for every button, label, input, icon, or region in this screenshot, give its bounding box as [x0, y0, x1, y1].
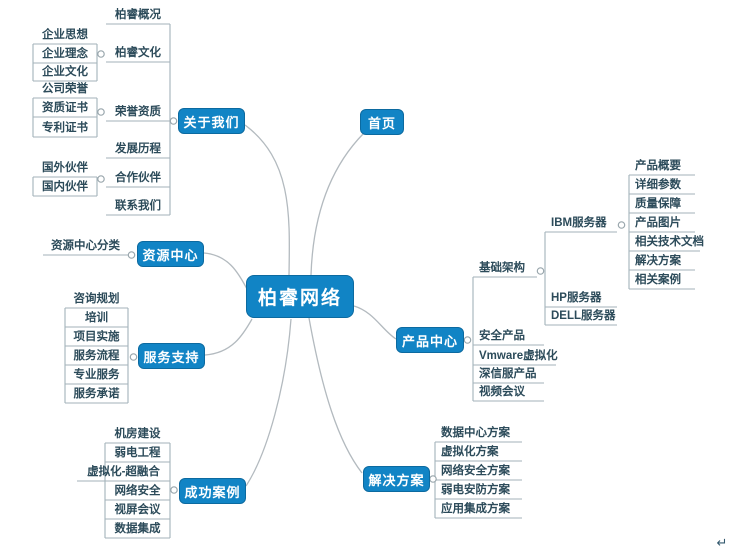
- node-data-integration[interactable]: 数据集成: [114, 523, 161, 535]
- node-network-security-case[interactable]: 网络安全: [114, 485, 161, 497]
- node-low-voltage-security-solution[interactable]: 弱电安防方案: [441, 484, 510, 496]
- node-partners[interactable]: 合作伙伴: [115, 172, 161, 184]
- node-ibm-servers[interactable]: IBM服务器: [551, 217, 607, 229]
- node-screen-conference[interactable]: 视屏会议: [114, 504, 161, 516]
- topic-home[interactable]: 首页: [360, 109, 404, 135]
- node-patent-cert[interactable]: 专利证书: [42, 122, 88, 134]
- node-virtualization-hyperconverged[interactable]: 虚拟化-超融合: [87, 466, 160, 478]
- node-service-process[interactable]: 服务流程: [73, 350, 120, 362]
- node-service-commitment[interactable]: 服务承诺: [73, 388, 120, 400]
- node-resource-categories[interactable]: 资源中心分类: [51, 240, 120, 252]
- paragraph-return-mark: ↵: [716, 535, 728, 550]
- node-infrastructure[interactable]: 基础架构: [479, 262, 525, 274]
- junction-rings: [97, 50, 626, 494]
- node-company-profile[interactable]: 柏睿概况: [115, 9, 161, 21]
- node-hp-servers[interactable]: HP服务器: [551, 292, 602, 304]
- topic-solutions[interactable]: 解决方案: [363, 466, 430, 492]
- node-related-cases[interactable]: 相关案例: [635, 274, 681, 286]
- node-datacenter-solution[interactable]: 数据中心方案: [441, 427, 510, 439]
- node-vmware-virtualization[interactable]: Vmware虚拟化: [479, 350, 558, 362]
- node-sangfor-products[interactable]: 深信服产品: [479, 368, 537, 380]
- node-professional-service[interactable]: 专业服务: [73, 369, 120, 381]
- node-video-conference[interactable]: 视频会议: [479, 386, 525, 398]
- node-corporate-culture[interactable]: 企业文化: [42, 66, 88, 78]
- node-honors[interactable]: 荣誉资质: [115, 106, 161, 118]
- node-domestic-partners[interactable]: 国内伙伴: [42, 181, 88, 193]
- node-company-honor[interactable]: 公司荣誉: [42, 83, 88, 95]
- topic-resource-center[interactable]: 资源中心: [137, 241, 204, 267]
- branch-curves: [203, 124, 397, 487]
- node-dell-servers[interactable]: DELL服务器: [551, 310, 616, 322]
- node-technical-docs[interactable]: 相关技术文档: [635, 236, 704, 248]
- topic-about-us[interactable]: 关于我们: [178, 108, 245, 134]
- node-network-security-solution[interactable]: 网络安全方案: [441, 465, 510, 477]
- node-low-voltage-engineering[interactable]: 弱电工程: [114, 447, 161, 459]
- node-history[interactable]: 发展历程: [115, 143, 161, 155]
- node-company-culture[interactable]: 柏睿文化: [115, 47, 161, 59]
- topic-service-support[interactable]: 服务支持: [138, 343, 205, 369]
- topic-success-cases[interactable]: 成功案例: [179, 478, 246, 504]
- node-product-images[interactable]: 产品图片: [635, 217, 681, 229]
- node-quality-assurance[interactable]: 质量保障: [635, 198, 681, 210]
- node-contact-us[interactable]: 联系我们: [115, 200, 161, 212]
- node-corporate-thought[interactable]: 企业思想: [42, 29, 88, 41]
- topic-lines: [32, 23, 700, 539]
- node-detailed-specs[interactable]: 详细参数: [635, 179, 681, 191]
- node-qualification-cert[interactable]: 资质证书: [42, 102, 88, 114]
- node-consulting-planning[interactable]: 咨询规划: [73, 293, 120, 305]
- node-app-integration-solution[interactable]: 应用集成方案: [441, 503, 510, 515]
- topic-product-center[interactable]: 产品中心: [396, 327, 464, 353]
- topic-root[interactable]: 柏睿网络: [246, 275, 354, 318]
- node-corporate-idea[interactable]: 企业理念: [42, 48, 88, 60]
- node-training[interactable]: 培训: [85, 312, 108, 324]
- node-security-products[interactable]: 安全产品: [479, 330, 525, 342]
- node-project-implementation[interactable]: 项目实施: [73, 331, 120, 343]
- node-product-overview[interactable]: 产品概要: [635, 160, 681, 172]
- node-foreign-partners[interactable]: 国外伙伴: [42, 162, 88, 174]
- node-server-room-construction[interactable]: 机房建设: [114, 428, 161, 440]
- node-ibm-solutions[interactable]: 解决方案: [635, 255, 681, 267]
- node-virtualization-solution[interactable]: 虚拟化方案: [441, 446, 499, 458]
